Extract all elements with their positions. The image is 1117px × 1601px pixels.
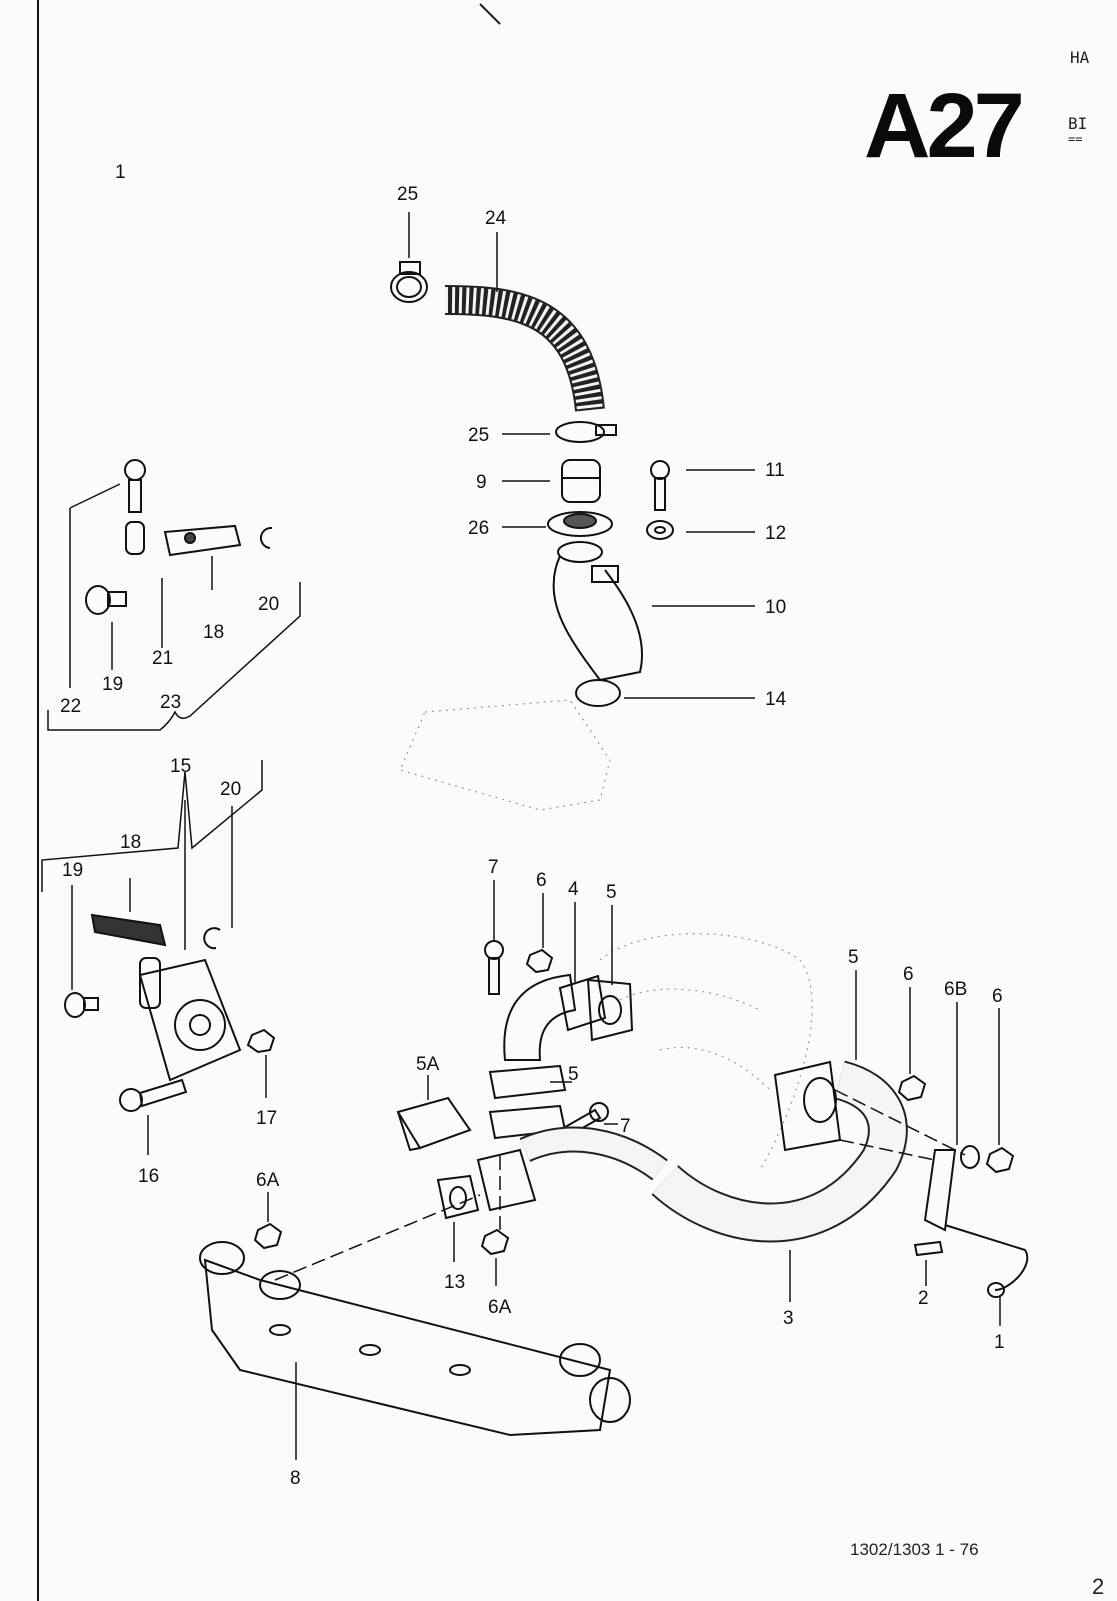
mounting-kit-23 (85, 459, 273, 615)
callout-5-mid: 5 (568, 1064, 579, 1085)
stud-top (484, 940, 504, 960)
callout-6-right: 6 (903, 964, 914, 985)
support-bracket (923, 1149, 957, 1232)
callout-12: 12 (765, 523, 786, 544)
connector-sleeve (561, 459, 601, 503)
cylinder-flange (773, 1060, 842, 1152)
callout-9: 9 (476, 472, 487, 493)
callout-6a-left: 6A (256, 1170, 280, 1191)
nut-far-right (985, 1146, 1015, 1174)
support-strap (944, 1224, 1029, 1291)
washer (646, 520, 674, 540)
callout-13: 13 (444, 1272, 465, 1293)
callout-8: 8 (290, 1468, 301, 1489)
callout-numbers: 25 24 25 9 26 11 12 10 14 22 21 18 20 19… (60, 162, 1005, 1489)
callout-19-top: 19 (102, 674, 123, 695)
valve-assembly-15 (64, 913, 276, 1112)
gasket-13 (436, 1174, 480, 1220)
callout-6b: 6B (944, 979, 967, 1000)
circlip-lower (203, 927, 221, 950)
assembly-dash-lines (274, 1089, 966, 1281)
callout-25-top: 25 (397, 184, 418, 205)
callout-7-top: 7 (488, 857, 499, 878)
heater-hose-assembly (390, 261, 674, 707)
gasket-top (586, 978, 634, 1042)
pipe-clip (575, 679, 621, 707)
header-right-text: HA (1070, 48, 1090, 67)
callout-5-top: 5 (606, 882, 617, 903)
valve-body (138, 958, 242, 1082)
engine-ghost-outline (399, 699, 813, 1171)
callout-6a-center: 6A (488, 1297, 512, 1318)
washer-6b (960, 1145, 980, 1169)
callout-14: 14 (765, 689, 787, 710)
callout-17: 17 (256, 1108, 277, 1129)
callout-1-corner: 1 (115, 162, 126, 183)
bolt-2 (913, 1240, 944, 1257)
callout-6-top: 6 (536, 870, 547, 891)
nut-6a-left (253, 1222, 283, 1250)
model-code: 1302/1303 1 - 76 (850, 1540, 979, 1559)
callout-18-lower: 18 (120, 832, 141, 853)
heat-exchanger-box (203, 1258, 612, 1437)
scan-mark (479, 3, 501, 25)
callout-5-right: 5 (848, 947, 859, 968)
grommet (547, 511, 613, 537)
nut-17 (246, 1028, 276, 1054)
hose-clip-top (390, 271, 428, 303)
nut-top (525, 948, 554, 974)
leader-lines-kit-15 (41, 760, 267, 1155)
callout-10: 10 (765, 597, 786, 618)
callout-25-mid: 25 (468, 425, 489, 446)
callout-20-lower: 20 (220, 779, 241, 800)
nut-right (897, 1074, 927, 1102)
clamp-bracket (163, 524, 242, 557)
callout-24: 24 (485, 208, 507, 229)
header-subtitle-rule: == (1068, 132, 1083, 146)
callout-15: 15 (170, 756, 191, 777)
callout-5a: 5A (416, 1054, 440, 1075)
elbow-pipe (552, 555, 643, 682)
bolt-head (124, 459, 146, 481)
pin-lower (64, 992, 86, 1018)
page-edge-number: 2 (1092, 1574, 1105, 1599)
callout-26: 26 (468, 518, 489, 539)
screw (650, 460, 670, 480)
leader-lines-top (408, 212, 755, 699)
clamp-bracket-lower (90, 913, 167, 947)
header-subtitle: BI (1068, 114, 1088, 133)
circlip (260, 526, 273, 549)
leader-lines-kit-23 (47, 483, 301, 731)
spacer (125, 521, 145, 555)
callout-1: 1 (994, 1332, 1005, 1353)
hose-clip-mid (555, 421, 605, 443)
callout-4: 4 (568, 879, 579, 900)
gasket-mid-1 (488, 1064, 567, 1100)
section-code: A27 (864, 75, 1025, 177)
callout-20-top: 20 (258, 594, 279, 615)
heat-shield-bracket (396, 1096, 472, 1150)
callout-19-lower: 19 (62, 860, 83, 881)
callout-18-top: 18 (203, 622, 224, 643)
exhaust-elbow (503, 973, 577, 1061)
callout-11: 11 (765, 460, 785, 481)
callout-2: 2 (918, 1288, 929, 1309)
junction-flange (476, 1148, 537, 1212)
callout-16: 16 (138, 1166, 159, 1187)
callout-6-far: 6 (992, 986, 1003, 1007)
bolt-16 (119, 1088, 143, 1112)
callout-7-mid: 7 (620, 1116, 631, 1137)
leader-lines-lower (267, 880, 1001, 1460)
callout-23: 23 (160, 692, 181, 713)
callout-21: 21 (152, 648, 173, 669)
heat-exchanger-assembly (199, 940, 1029, 1437)
callout-3: 3 (783, 1308, 794, 1329)
callout-22: 22 (60, 696, 81, 717)
pin (85, 585, 111, 615)
nut-6a-center (480, 1228, 510, 1256)
elbow-flange (558, 974, 607, 1032)
